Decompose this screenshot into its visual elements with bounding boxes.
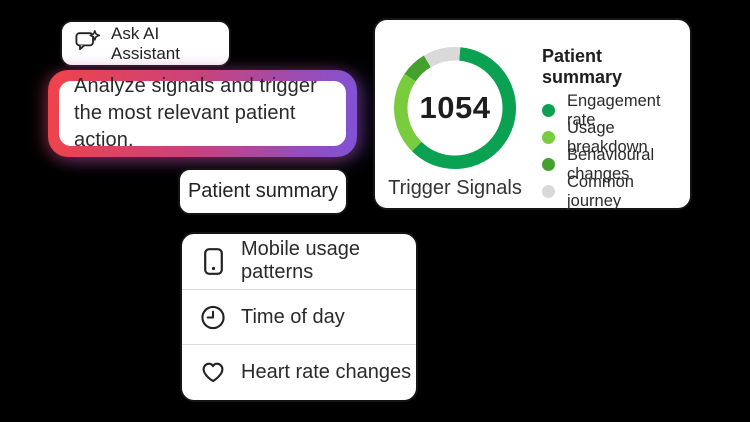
legend-item-engagement-rate: Engagement rate <box>542 92 682 129</box>
heart-icon <box>201 361 225 384</box>
ask-ai-assistant-label: Ask AI Assistant <box>111 23 180 63</box>
ai-prompt-text: Analyze signals and trigger the most rel… <box>59 75 346 151</box>
patient-summary-chip-label: Patient summary <box>187 180 339 202</box>
patient-summary-chip[interactable]: Patient summary <box>178 168 348 215</box>
list-item-label: Time of day <box>241 305 345 328</box>
legend-dot <box>542 158 555 171</box>
legend-title: Patient summary <box>542 46 623 87</box>
legend-item-common-journey: Common journey <box>542 173 682 210</box>
legend-label: Behavioural changes <box>567 145 655 183</box>
legend-item-behavioural-changes: Behavioural changes <box>542 146 682 183</box>
chart-title: Trigger Signals <box>388 177 522 199</box>
ask-ai-assistant-button[interactable]: Ask AI Assistant <box>60 20 231 67</box>
list-item-time-of-day[interactable]: Time of day <box>182 288 416 345</box>
legend-label: Usage breakdown <box>567 118 648 156</box>
donut-rings <box>394 47 516 169</box>
clock-icon <box>201 305 225 330</box>
prompt-line-1: Analyze signals and trigger <box>74 75 317 97</box>
legend-label: Engagement rate <box>567 91 661 129</box>
list-item-heart-rate[interactable]: Heart rate changes <box>182 344 416 400</box>
legend-item-usage-breakdown: Usage breakdown <box>542 119 682 156</box>
prompt-line-2: the most relevant patient action. <box>74 102 296 151</box>
legend-label: Common journey <box>567 172 634 210</box>
list-item-label: Heart rate changes <box>241 361 412 384</box>
list-item-label: Mobile usage patterns <box>241 238 360 284</box>
ai-chat-sparkle-icon <box>75 30 101 57</box>
legend-dot <box>542 104 555 117</box>
donut-center-value: 1054 <box>419 90 491 125</box>
legend-dot <box>542 131 555 144</box>
trigger-signals-chart-card: 1054 Trigger Signals Patient summary Eng… <box>373 18 692 210</box>
list-item-mobile-usage[interactable]: Mobile usage patterns <box>182 234 416 289</box>
legend-dot <box>542 185 555 198</box>
donut-chart: 1054 <box>393 46 517 170</box>
chart-legend: Patient summary Engagement rate Usage br… <box>542 46 682 210</box>
ai-prompt-bubble: Analyze signals and trigger the most rel… <box>48 70 357 157</box>
signal-list-card: Mobile usage patterns Time of day Heart … <box>180 232 418 402</box>
mobile-phone-icon <box>201 247 225 275</box>
